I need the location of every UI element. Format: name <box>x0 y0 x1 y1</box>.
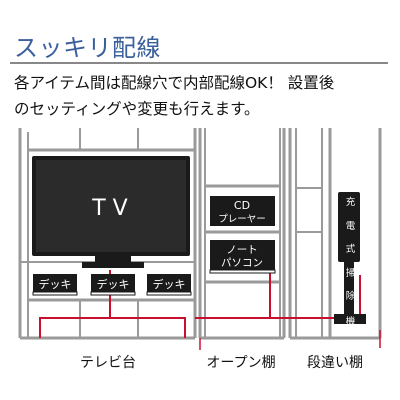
cd-player: CD プレーヤー <box>210 196 275 226</box>
cd-player-line-2: プレーヤー <box>218 214 266 225</box>
notebook-pc: ノート パソコン <box>209 240 276 274</box>
charger-label-c3: 式 <box>344 243 356 253</box>
vacuum-stick <box>344 262 354 314</box>
charger-label-c1: 充 <box>344 196 356 207</box>
title-divider <box>10 62 388 64</box>
charger-label-c6: 機 <box>344 315 356 326</box>
deck-3-label: デッキ <box>153 277 186 291</box>
description-line-2: のセッティングや変更も行えます。 <box>14 100 260 118</box>
tv-neck <box>95 256 131 262</box>
shelf-frame <box>18 128 382 340</box>
deck-2-label: デッキ <box>97 277 130 291</box>
caption-step-shelf: 段違い棚 <box>307 355 363 371</box>
deck-2 <box>91 274 135 292</box>
description: 各アイテム間は配線穴で内部配線OK！ 設置後 のセッティングや変更も行えます。 <box>14 70 394 122</box>
caption-tv-stand: テレビ台 <box>80 355 136 371</box>
deck-3 <box>147 274 191 292</box>
tv: T V <box>32 156 190 268</box>
charger-label-c4: 掃 <box>344 267 356 278</box>
charger-label-c2: 電 <box>344 220 356 230</box>
charger-label: 充 電 式 掃 除 機 <box>344 196 356 326</box>
charging-vacuum: 充 電 式 掃 除 機 <box>334 192 366 326</box>
tv-stand-cable <box>39 317 186 338</box>
pc-line-1: ノート <box>226 244 258 256</box>
tv-base <box>82 262 144 268</box>
vacuum-head <box>334 314 366 324</box>
decks: デッキ デッキ デッキ <box>32 274 192 296</box>
description-line-1: 各アイテム間は配線穴で内部配線OK！ 設置後 <box>14 74 335 92</box>
cd-player-line-1: CD <box>234 199 250 212</box>
caption-open-shelf: オープン棚 <box>206 355 275 371</box>
tv-label: T V <box>91 196 127 221</box>
vacuum-body <box>338 192 360 262</box>
deck-1-label: デッキ <box>39 277 72 291</box>
page-title: スッキリ配線 <box>14 34 161 62</box>
deck-1 <box>33 274 77 292</box>
charger-label-c5: 除 <box>344 290 356 300</box>
pc-line-2: パソコン <box>221 257 263 269</box>
